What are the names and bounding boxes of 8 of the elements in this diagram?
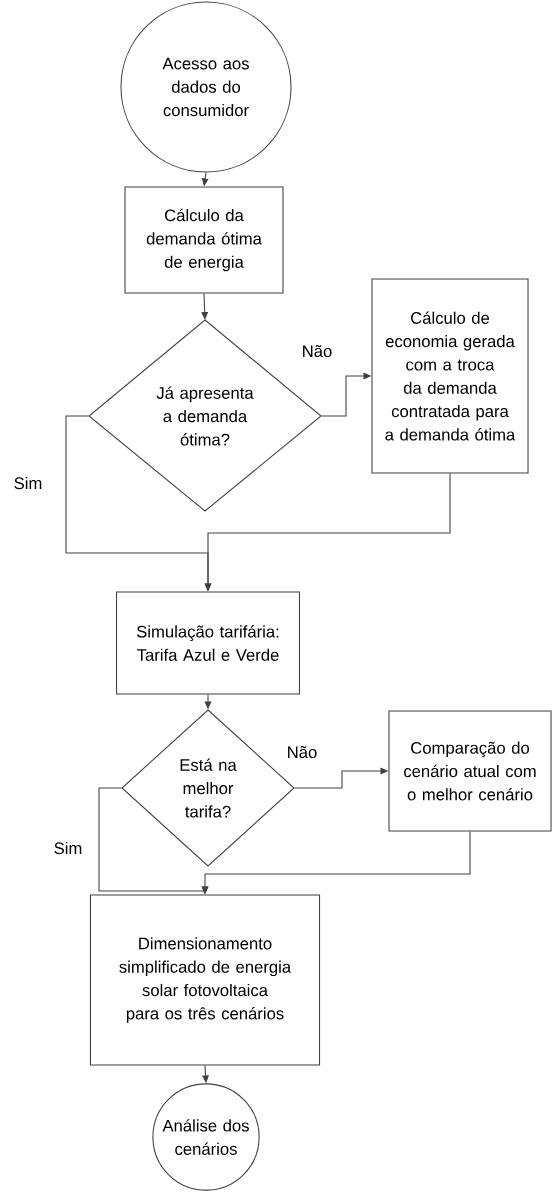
edge-label: Sim [52,840,84,856]
process-box: Comparação do cenário atual com o melhor cenário [388,710,552,832]
arrow [201,293,209,320]
process-box: Cálculo de economia gerada com a troca da demanda contratada para a demanda ótima [371,278,529,474]
process-box: Cálculo da demanda ótima de energia [124,186,284,294]
process-box: Dimensionamento simplificado de energia solar fotovoltaica para os três cenários [89,894,321,1066]
edge-label: Sim [12,475,44,491]
process-box: Simulação tarifária: Tarifa Azul e Verde [116,591,300,695]
